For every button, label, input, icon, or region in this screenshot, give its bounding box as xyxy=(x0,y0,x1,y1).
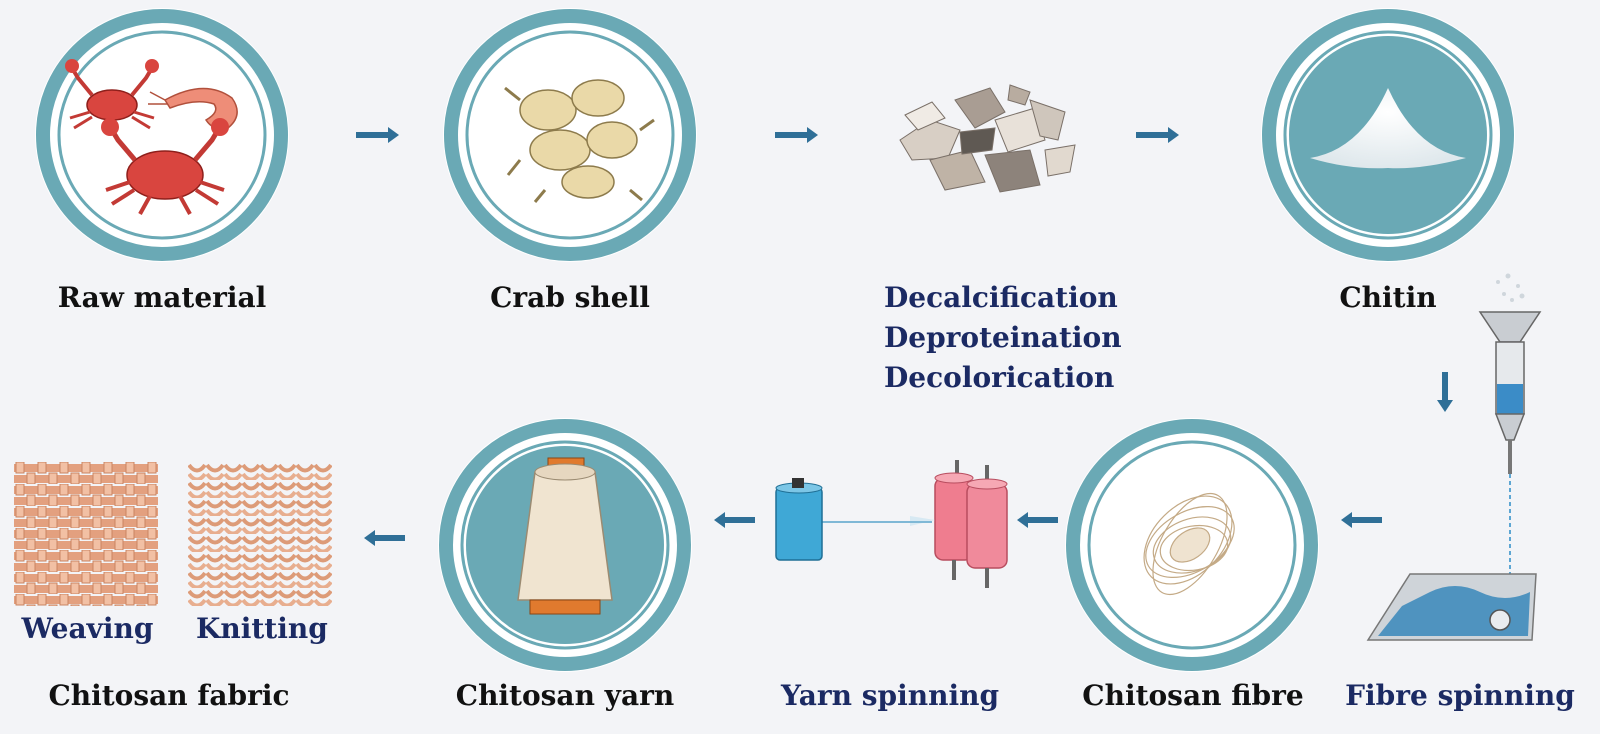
coagulation-bath-icon xyxy=(1366,573,1537,641)
crab-icon xyxy=(65,59,159,130)
yarn-cone-icon xyxy=(517,457,613,615)
label-weaving: Weaving xyxy=(21,612,154,645)
label-chitosan-fabric: Chitosan fabric xyxy=(48,679,290,712)
arrow-icon xyxy=(1437,372,1453,412)
fibre-bundle-icon xyxy=(1143,492,1235,596)
knitted-fabric-icon xyxy=(188,462,332,606)
crab-icon xyxy=(101,118,229,215)
shell-fragments-icon xyxy=(899,84,1076,193)
arrow-icon xyxy=(356,127,1179,143)
raw-material-circle xyxy=(35,8,289,262)
label-chitin: Chitin xyxy=(1339,281,1437,314)
arrow-icon xyxy=(1341,512,1382,528)
label-decolorication: Decolorication xyxy=(884,361,1115,394)
arrow-icon xyxy=(1017,512,1058,528)
label-chitosan-yarn: Chitosan yarn xyxy=(455,679,675,712)
label-decalcification: Decalcification xyxy=(884,281,1118,314)
woven-fabric-icon xyxy=(14,462,158,606)
treatment-steps: Decalcification Deproteination Decoloric… xyxy=(884,278,1122,398)
bobbin-icon xyxy=(775,478,823,561)
label-raw-material: Raw material xyxy=(57,281,267,314)
label-yarn-spinning: Yarn spinning xyxy=(780,679,1000,712)
crab-shell-icon xyxy=(504,79,655,203)
rollers-icon xyxy=(910,460,1008,588)
chitin-powder-icon xyxy=(1310,88,1466,169)
label-chitosan-fibre: Chitosan fibre xyxy=(1082,679,1304,712)
label-knitting: Knitting xyxy=(196,612,328,645)
label-fibre-spinning: Fibre spinning xyxy=(1345,679,1575,712)
arrow-icon xyxy=(714,512,755,528)
label-deproteination: Deproteination xyxy=(884,321,1122,354)
label-crab-shell: Crab shell xyxy=(490,281,650,314)
syringe-spinneret-icon xyxy=(1478,273,1542,590)
arrow-icon xyxy=(364,530,405,546)
